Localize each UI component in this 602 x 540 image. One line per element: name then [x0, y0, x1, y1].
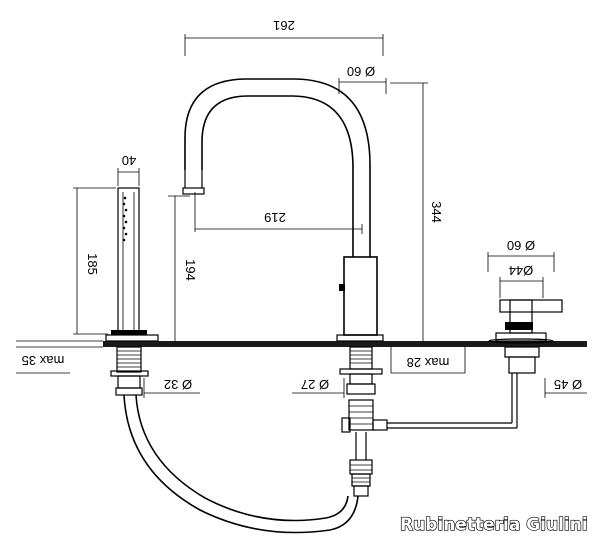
dim-194: 194 [168, 195, 198, 341]
shower-nozzles [122, 196, 128, 242]
dim-spout-diameter: Ø 60 [338, 64, 387, 94]
dim-max28: max 28 [390, 347, 466, 374]
dim-mixer-inner: Ø44 [499, 263, 544, 298]
dim-mixer-outer: Ø 60 [487, 238, 555, 272]
dim-hole-left: Ø 32 [143, 377, 200, 398]
spout [182, 78, 384, 342]
label-max35: max 35 [22, 353, 65, 368]
dim-219: 219 [194, 192, 363, 234]
hand-shower [105, 187, 159, 342]
label-261: 261 [273, 18, 295, 33]
label-185: 185 [85, 253, 100, 275]
dim-261: 261 [184, 18, 384, 56]
label-mixer-outer: Ø 60 [507, 238, 535, 253]
label-hole-right: Ø 45 [554, 377, 582, 392]
deck-plate [103, 341, 587, 347]
label-mixer-inner: Ø44 [509, 263, 534, 278]
dim-max35: max 35 [16, 340, 103, 374]
mixer [488, 299, 563, 344]
shower-hose [123, 394, 359, 534]
label-344: 344 [429, 201, 444, 223]
shower-thread [110, 346, 149, 396]
brand-logo: Rubinetteria Giulini [400, 515, 588, 535]
dim-hole-right: Ø 45 [544, 377, 587, 398]
label-hole-left: Ø 32 [164, 377, 192, 392]
dim-344: 344 [390, 82, 444, 341]
label-40: 40 [122, 153, 136, 168]
label-219: 219 [264, 210, 286, 225]
label-hole-center: Ø 27 [301, 377, 329, 392]
label-194: 194 [183, 259, 198, 281]
spout-thread [339, 346, 517, 497]
dim-185: 185 [73, 187, 116, 335]
label-spout-diameter: Ø 60 [347, 64, 375, 79]
dim-40: 40 [117, 153, 140, 186]
dim-hole-center: Ø 27 [292, 377, 345, 398]
mixer-thread [504, 346, 540, 428]
label-max28: max 28 [407, 355, 450, 370]
